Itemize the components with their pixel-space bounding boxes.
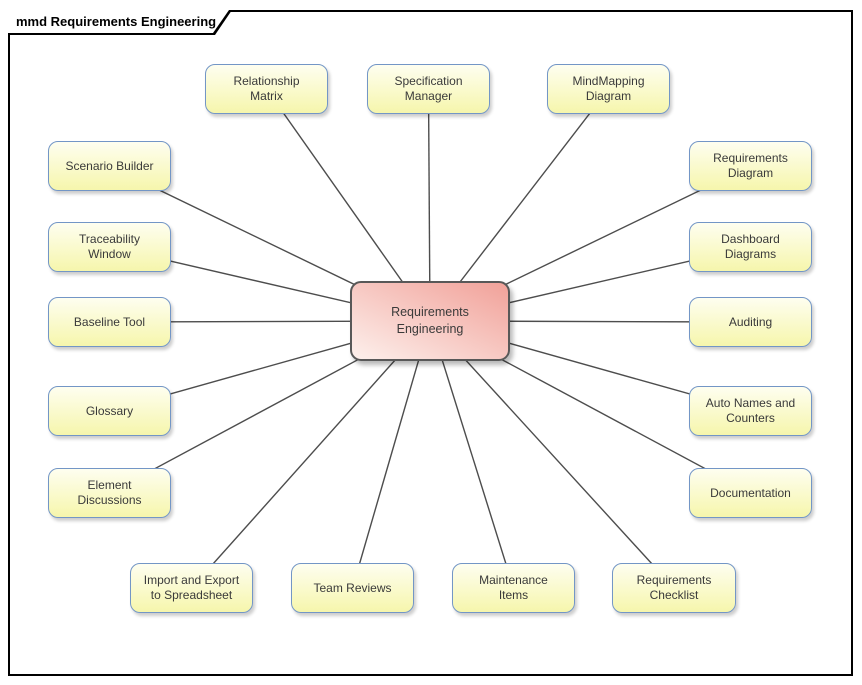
mindmap-node-maintenance-items[interactable]: Maintenance Items — [452, 563, 575, 613]
mindmap-node-mindmapping-diagram[interactable]: MindMapping Diagram — [547, 64, 670, 114]
frame-tab: mmd Requirements Engineering — [8, 10, 232, 35]
mindmap-node-requirements-checklist[interactable]: Requirements Checklist — [612, 563, 736, 613]
node-label: Team Reviews — [313, 580, 392, 595]
mindmap-node-specification-manager[interactable]: Specification Manager — [367, 64, 490, 114]
node-label: MindMapping Diagram — [572, 74, 645, 103]
node-label: Specification Manager — [394, 74, 463, 103]
node-label: Dashboard Diagrams — [721, 232, 780, 261]
node-label: Maintenance Items — [479, 573, 548, 602]
mindmap-node-dashboard-diagrams[interactable]: Dashboard Diagrams — [689, 222, 812, 272]
node-label: Glossary — [85, 403, 134, 418]
mindmap-node-scenario-builder[interactable]: Scenario Builder — [48, 141, 171, 191]
node-label: Auto Names and Counters — [705, 396, 796, 425]
mindmap-node-baseline-tool[interactable]: Baseline Tool — [48, 297, 171, 347]
connector-maintenance-items[interactable] — [429, 320, 515, 589]
mindmap-node-auditing[interactable]: Auditing — [689, 297, 812, 347]
frame-tab-label: mmd Requirements Engineering — [16, 14, 217, 29]
mindmap-node-requirements-engineering[interactable]: Requirements Engineering — [350, 281, 510, 361]
mindmap-node-traceability-window[interactable]: Traceability Window — [48, 222, 171, 272]
diagram-frame — [8, 10, 853, 676]
node-label: Requirements Diagram — [713, 151, 788, 180]
mindmap-node-team-reviews[interactable]: Team Reviews — [291, 563, 414, 613]
node-label: Scenario Builder — [65, 158, 154, 173]
node-label: Auditing — [728, 314, 773, 329]
node-label: Baseline Tool — [73, 314, 146, 329]
node-label: Requirements Checklist — [636, 573, 712, 602]
node-label: Import and Export to Spreadsheet — [143, 573, 240, 602]
mindmap-node-element-discussions[interactable]: Element Discussions — [48, 468, 171, 518]
node-label: Documentation — [710, 485, 791, 500]
mindmap-node-relationship-matrix[interactable]: Relationship Matrix — [205, 64, 328, 114]
connector-requirements-checklist[interactable] — [429, 320, 675, 589]
mindmap-node-requirements-diagram[interactable]: Requirements Diagram — [689, 141, 812, 191]
connector-team-reviews[interactable] — [351, 320, 431, 589]
mindmap-node-auto-names-and-counters[interactable]: Auto Names and Counters — [689, 386, 812, 436]
connector-import-export-spreadsheet[interactable] — [190, 320, 431, 589]
mindmap-node-glossary[interactable]: Glossary — [48, 386, 171, 436]
node-label: Requirements Engineering — [391, 305, 469, 336]
mindmap-node-import-export-spreadsheet[interactable]: Import and Export to Spreadsheet — [130, 563, 253, 613]
node-label: Relationship Matrix — [233, 74, 300, 103]
node-label: Element Discussions — [77, 478, 142, 507]
node-label: Traceability Window — [79, 232, 140, 261]
frame-tab-inner: mmd Requirements Engineering — [8, 10, 229, 33]
mindmap-node-documentation[interactable]: Documentation — [689, 468, 812, 518]
